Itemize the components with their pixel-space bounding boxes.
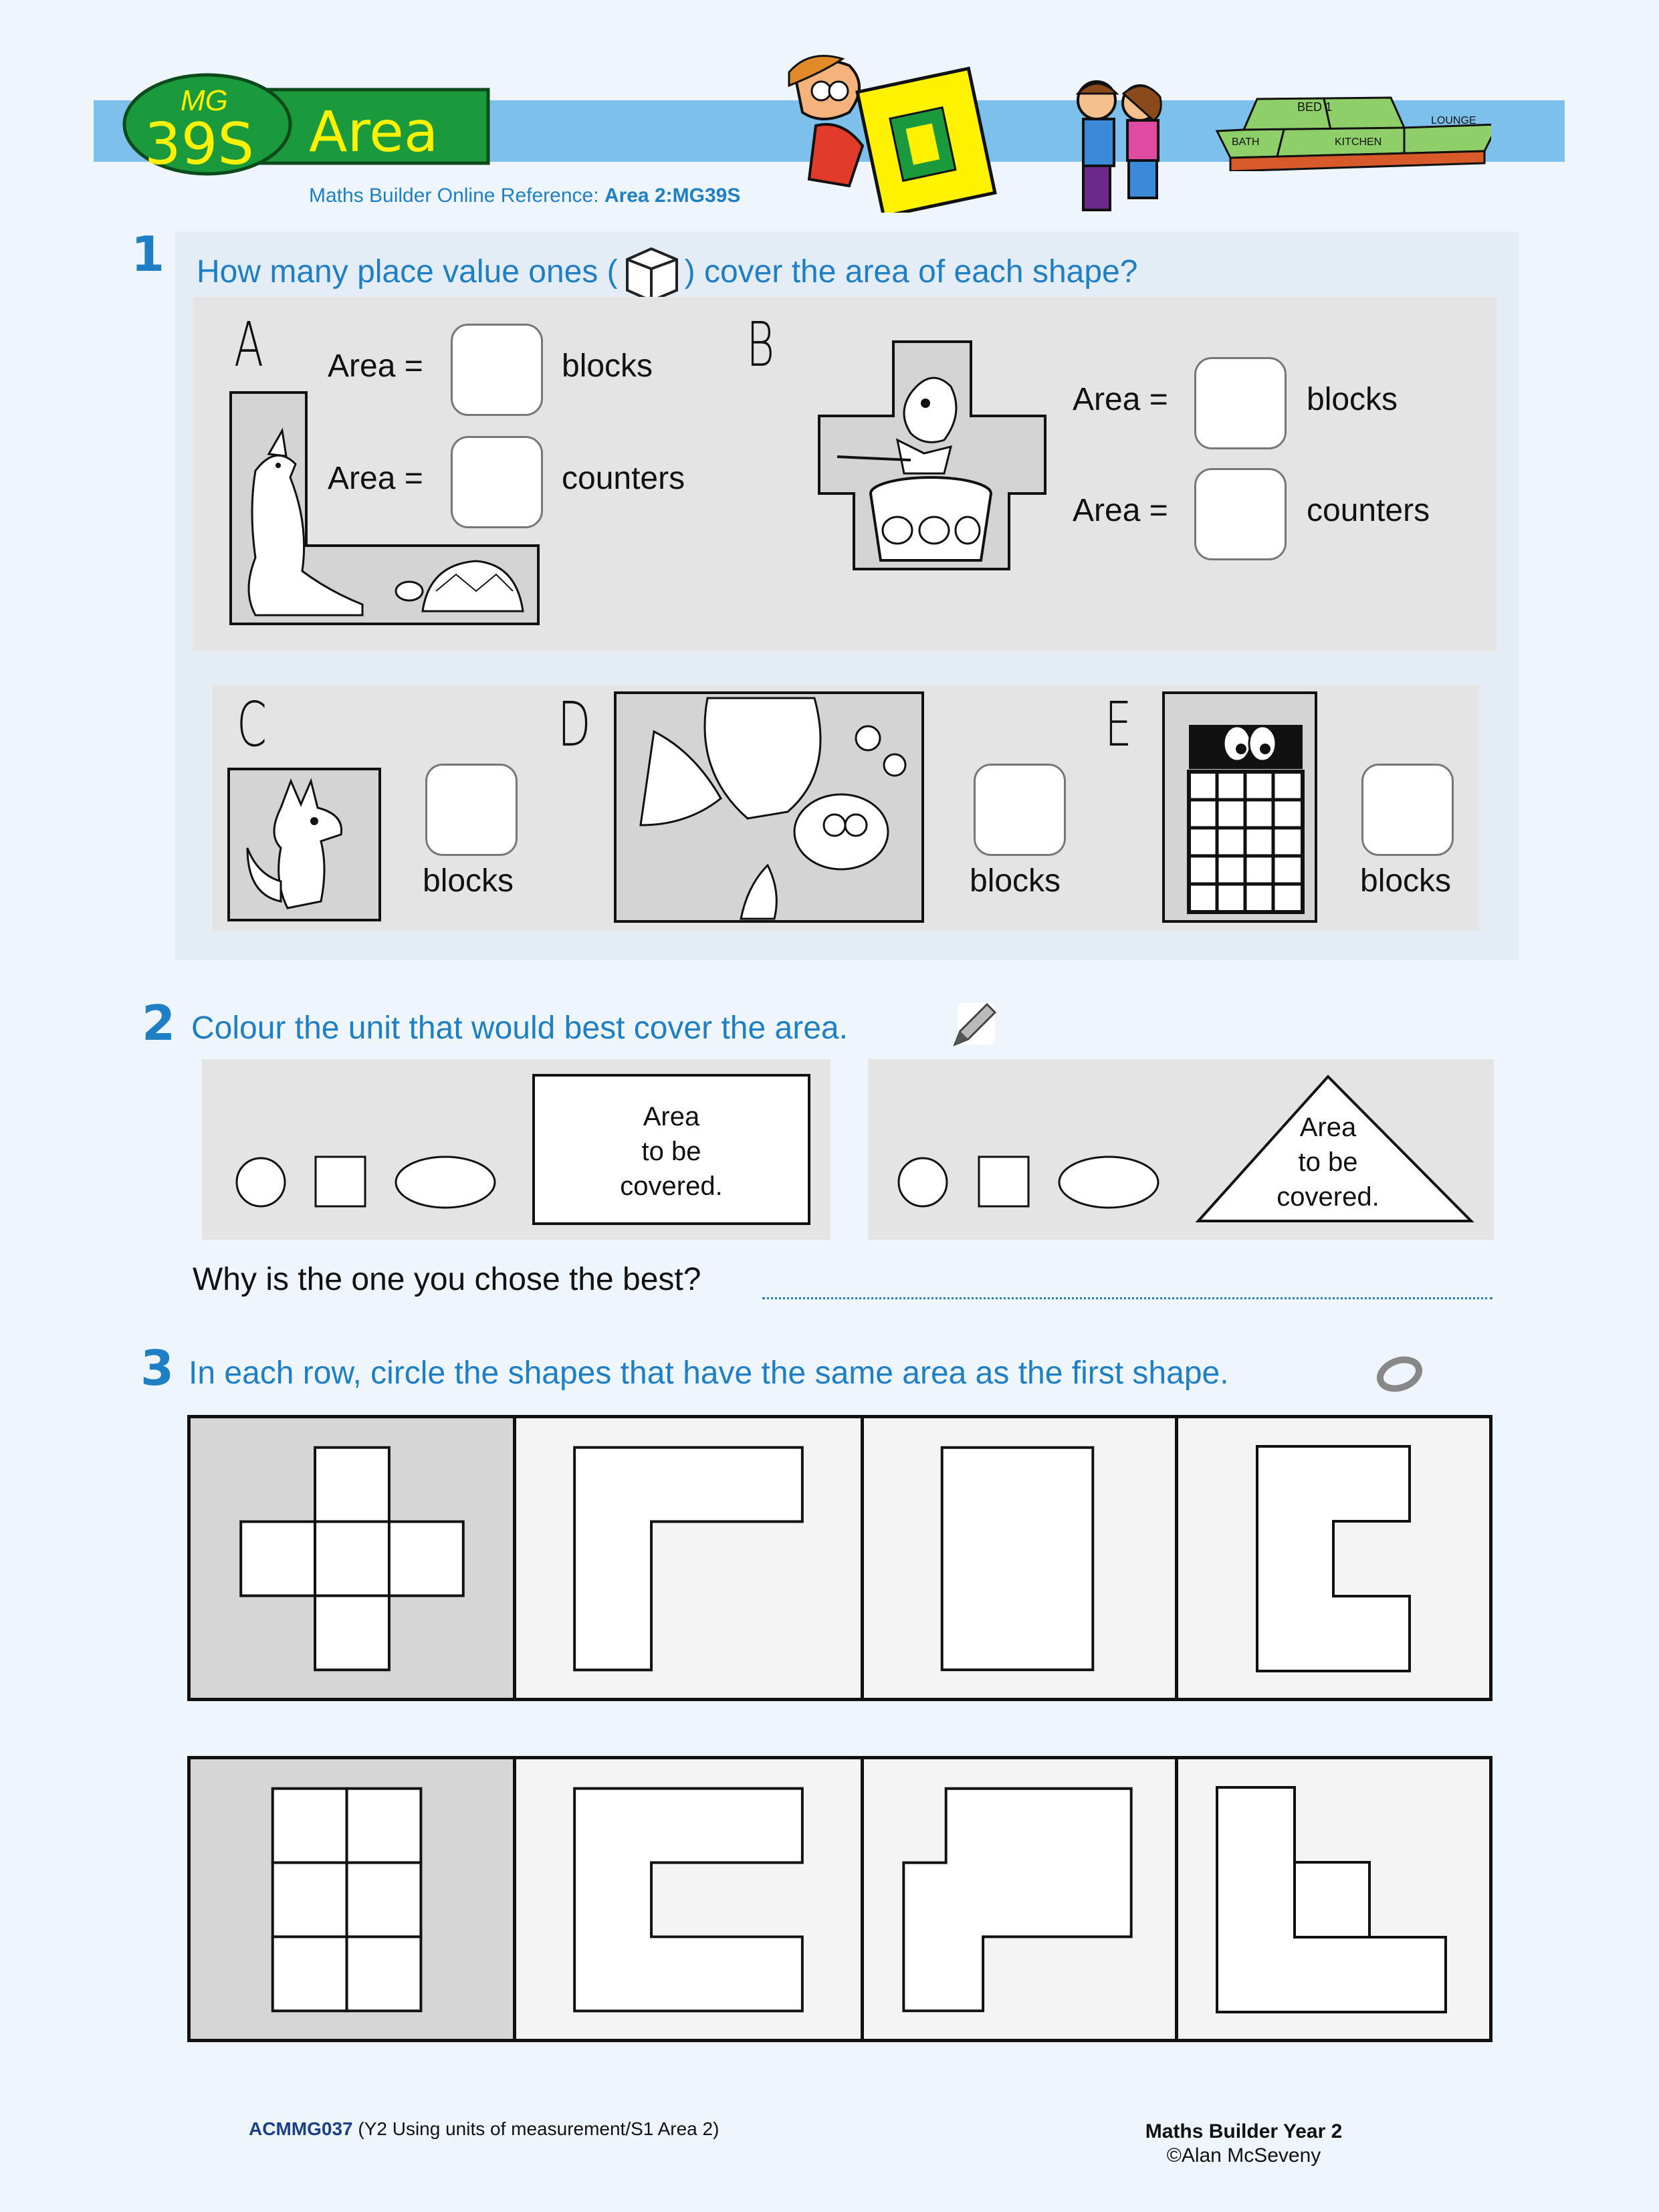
area-tri-line-3: covered.	[1277, 1182, 1379, 1212]
place-value-cube-icon	[625, 247, 678, 302]
footer-code-desc: (Y2 Using units of measurement/S1 Area 2…	[358, 2118, 720, 2139]
shape-a-l-shape	[229, 391, 540, 626]
shape-e-picture	[1162, 691, 1317, 923]
shape-a-unit-counters: counters	[562, 461, 685, 496]
shape-b-cross-shape	[817, 340, 1047, 571]
q1-prompt: How many place value ones ( ) cover the …	[197, 241, 1137, 302]
q2-panel-rectangle: Area to be covered.	[202, 1059, 831, 1240]
shape-d-answer-box[interactable]	[974, 764, 1066, 856]
footer-copyright: ©Alan McSeveny	[1166, 2144, 1321, 2167]
shape-b-letter: B	[746, 309, 775, 380]
online-ref-label: Maths Builder Online Reference:	[309, 185, 599, 207]
q3-row2-option-c-shape[interactable]	[516, 1759, 864, 2039]
footer-book: Maths Builder Year 2	[1145, 2120, 1343, 2142]
q1-prompt-after: ) cover the area of each shape?	[684, 253, 1138, 290]
q3-row1-option-rectangle[interactable]	[864, 1418, 1178, 1698]
q3-number: 3	[140, 1340, 175, 1396]
shape-a-counters-answer-box[interactable]	[451, 436, 543, 528]
footer-code: ACMMG037	[249, 2118, 353, 2139]
online-reference: Maths Builder Online Reference: Area 2:M…	[309, 185, 740, 207]
unit-oval-option-2[interactable]	[1058, 1155, 1159, 1209]
q2-panel-triangle: Area to be covered.	[868, 1059, 1494, 1240]
shape-a-area-label-1: Area =	[328, 348, 423, 384]
area-rect-line-1: Area	[643, 1102, 700, 1131]
q3-row-1	[187, 1415, 1492, 1701]
room-lounge: LOUNGE	[1431, 115, 1476, 126]
q3-prompt: In each row, circle the shapes that have…	[189, 1355, 1229, 1391]
unit-circle-option-2[interactable]	[897, 1157, 948, 1208]
shape-c-unit-blocks: blocks	[423, 863, 514, 899]
q3-row1-option-c-shape[interactable]	[1178, 1418, 1489, 1698]
area-tri-line-1: Area	[1299, 1113, 1357, 1142]
circle-icon	[1373, 1353, 1426, 1395]
shape-b-unit-blocks: blocks	[1307, 382, 1398, 417]
q2-answer-line[interactable]	[762, 1297, 1492, 1299]
q3-row2-option-l-shape[interactable]	[1178, 1759, 1489, 2039]
online-ref-value: Area 2:MG39S	[604, 185, 741, 207]
shape-d-picture	[614, 691, 924, 923]
q3-row-2	[187, 1756, 1492, 2042]
room-bed-1: BED 1	[1297, 100, 1333, 114]
room-kitchen: KITCHEN	[1335, 136, 1382, 148]
shape-a-area-label-2: Area =	[328, 461, 423, 496]
q3-row2-reference-cell	[191, 1759, 516, 2039]
shape-b-unit-counters: counters	[1307, 493, 1430, 528]
shape-e-answer-box[interactable]	[1361, 764, 1454, 856]
q1-number: 1	[131, 226, 165, 282]
footer-curriculum-code: ACMMG037 (Y2 Using units of measurement/…	[249, 2118, 719, 2140]
badge-code: 39S	[144, 111, 255, 178]
area-tri-line-2: to be	[1298, 1147, 1358, 1177]
q3-row1-option-l-shape[interactable]	[516, 1418, 864, 1698]
q2-why-prompt: Why is the one you chose the best?	[193, 1262, 701, 1297]
area-rect-line-3: covered.	[620, 1172, 723, 1201]
shape-c-picture	[227, 768, 381, 921]
shape-b-area-label-1: Area =	[1073, 382, 1168, 417]
title-badge: MG 39S Area	[120, 72, 492, 178]
shape-b-counters-answer-box[interactable]	[1194, 468, 1287, 560]
shape-b-area-label-2: Area =	[1073, 493, 1168, 528]
area-to-cover-rectangle-label: Area to be covered.	[534, 1099, 809, 1204]
unit-square-option-2[interactable]	[978, 1155, 1030, 1208]
area-to-cover-triangle-label: Area to be covered.	[1216, 1110, 1440, 1214]
shape-b-blocks-answer-box[interactable]	[1194, 357, 1287, 449]
room-bath: BATH	[1232, 136, 1260, 148]
shape-d-letter: D	[558, 689, 591, 760]
pencil-icon	[948, 999, 1000, 1048]
q2-prompt: Colour the unit that would best cover th…	[191, 1010, 848, 1046]
unit-square-option-1[interactable]	[314, 1155, 366, 1208]
shape-a-unit-blocks: blocks	[562, 348, 653, 384]
q2-number: 2	[142, 995, 176, 1051]
q3-row1-reference-cell	[191, 1418, 516, 1698]
unit-circle-option-1[interactable]	[235, 1157, 286, 1208]
shape-a-letter: A	[234, 309, 264, 380]
floor-plan-illustration: BED 1 BATH KITCHEN LOUNGE	[1204, 91, 1500, 173]
area-rect-line-2: to be	[641, 1137, 701, 1166]
shape-e-unit-blocks: blocks	[1360, 863, 1452, 899]
q3-row2-option-step-shape[interactable]	[864, 1759, 1178, 2039]
footer-book-info: Maths Builder Year 2 ©Alan McSeveny	[1110, 2120, 1377, 2168]
shape-c-letter: C	[237, 689, 267, 760]
q1-prompt-before: How many place value ones (	[197, 253, 618, 290]
kid-with-calendar-illustration	[769, 52, 1003, 219]
unit-oval-option-1[interactable]	[395, 1155, 496, 1209]
two-kids-illustration	[1063, 74, 1197, 214]
page-title: Area	[309, 99, 439, 164]
shape-a-blocks-answer-box[interactable]	[451, 324, 543, 416]
badge-code-top: MG	[181, 84, 228, 117]
shape-c-answer-box[interactable]	[425, 764, 518, 856]
shape-e-letter: E	[1105, 689, 1132, 760]
shape-d-unit-blocks: blocks	[970, 863, 1061, 899]
